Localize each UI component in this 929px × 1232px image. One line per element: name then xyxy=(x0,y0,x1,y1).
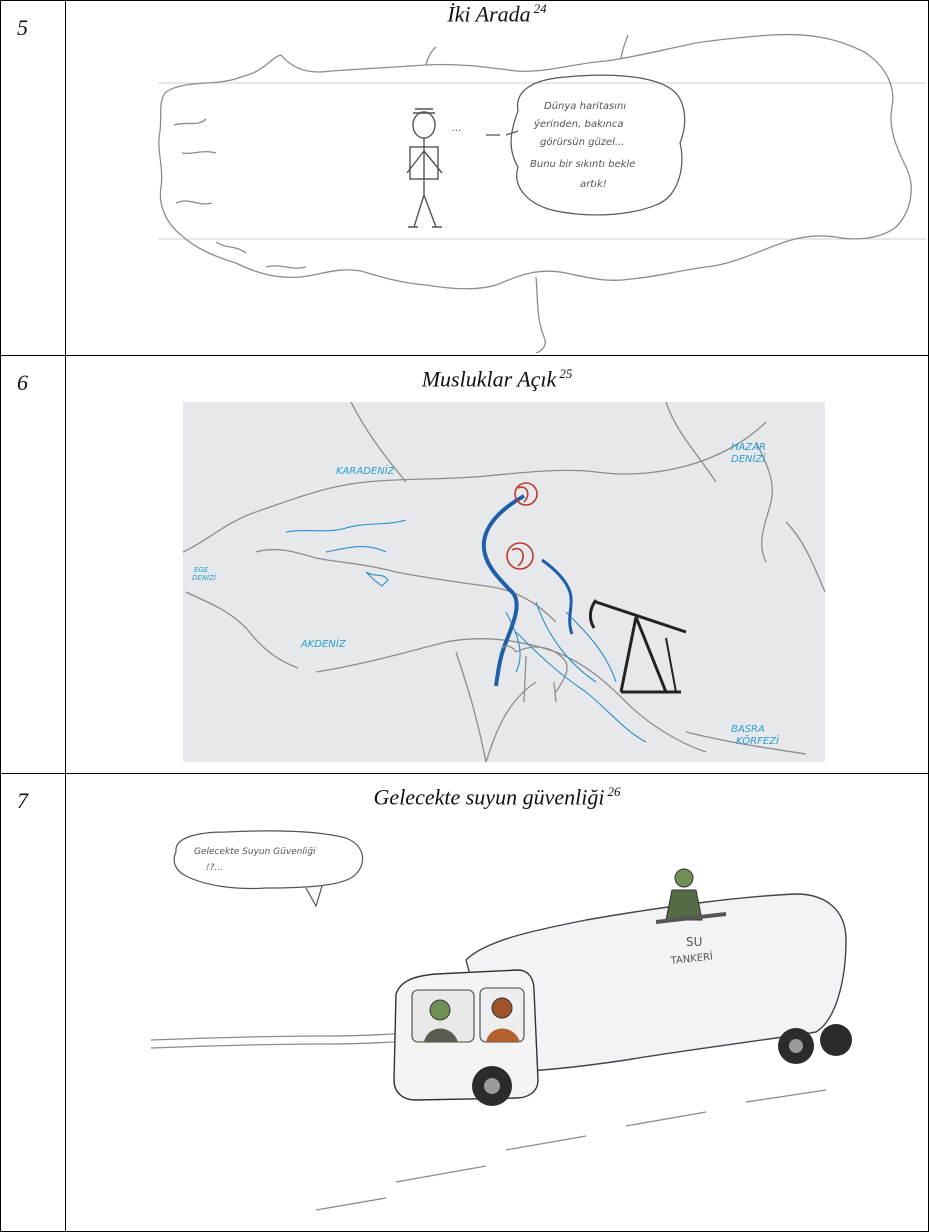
label-akdeniz: AKDENİZ xyxy=(300,637,347,650)
label-hazar: HAZAR xyxy=(731,442,766,453)
soldier-passenger xyxy=(486,997,520,1043)
label-ege-denizi: DENİZİ xyxy=(192,573,217,582)
tanker-label-su: SU xyxy=(686,935,702,949)
label-basra: BASRA xyxy=(731,724,765,735)
tanker-truck: SU TANKERİ xyxy=(393,868,852,1107)
oil-pump-jack xyxy=(588,599,687,694)
label-karadeniz: KARADENİZ xyxy=(336,464,396,477)
sea-labels: KARADENİZ HAZAR DENİZİ AKDENİZ BASRA KÖR… xyxy=(192,442,780,747)
label-korfezi: KÖRFEZİ xyxy=(736,734,780,747)
thought-bubble: Gelecekte Suyun Güvenliği !?... xyxy=(173,830,364,908)
footnote-ref: 24 xyxy=(533,1,547,16)
row-number: 5 xyxy=(17,15,28,40)
road-lines xyxy=(150,1031,827,1211)
minor-rivers xyxy=(285,519,647,743)
row-number-cell: 5 xyxy=(0,0,66,356)
stick-figure xyxy=(406,108,443,229)
row-number-cell: 7 xyxy=(0,773,66,1232)
svg-text:Dünya haritasını ý: Dünya haritasını ýerinden, bakınca görür… xyxy=(530,101,639,190)
camel-sketch xyxy=(501,645,568,703)
dam-symbols xyxy=(506,482,538,571)
footnote-ref: 26 xyxy=(607,784,621,799)
turkey-map-cartoon: ... Dünya haritasını ýerinden, bakınca g… xyxy=(158,34,926,354)
water-tanker-cartoon: Gelecekte Suyun Güvenliği !?... xyxy=(150,830,852,1211)
label-ege: EGE xyxy=(194,566,209,574)
soldier-on-tank xyxy=(655,868,727,925)
turkey-outline xyxy=(158,34,912,290)
euphrates-river xyxy=(481,494,525,687)
soldier-driver xyxy=(424,999,458,1043)
middle-east-map-drawing: KARADENİZ HAZAR DENİZİ AKDENİZ BASRA KÖR… xyxy=(182,402,826,763)
row-number-cell: 6 xyxy=(0,355,66,774)
row-number: 6 xyxy=(17,370,28,395)
speech-bubble: Dünya haritasını ýerinden, bakınca görür… xyxy=(486,74,686,216)
mutter-text: ... xyxy=(452,123,462,134)
tigris-river xyxy=(541,559,574,635)
svg-text:Gelecekte Suyun Güvenliği: Gelecekte Suyun Güvenliği !?... xyxy=(194,847,319,873)
label-denizi: DENİZİ xyxy=(731,452,766,465)
footnote-ref: 25 xyxy=(559,366,573,381)
row-number: 7 xyxy=(17,788,28,813)
